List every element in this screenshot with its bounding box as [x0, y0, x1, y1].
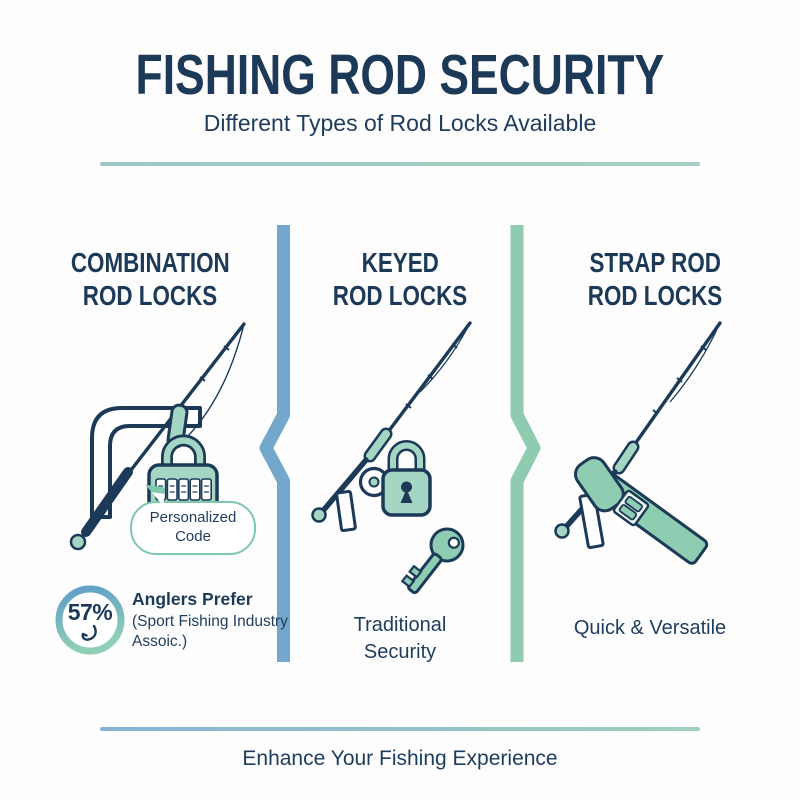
- stat-label: Anglers Prefer: [132, 589, 253, 609]
- blue-section-divider: [259, 225, 290, 662]
- fishing-rod-with-reel-icon: [311, 321, 472, 533]
- green-section-divider: [510, 225, 541, 662]
- heading-combination-line1: COMBINATION: [70, 247, 230, 278]
- heading-combination-line2: ROD LOCKS: [82, 280, 218, 312]
- page-subtitle: Different Types of Rod Locks Available: [203, 110, 597, 136]
- stat-percent: 57%: [67, 599, 113, 625]
- page-title-text: FISHING ROD SECURITY: [135, 43, 665, 107]
- heading-keyed-line2: ROD LOCKS: [332, 280, 468, 312]
- page-title: FISHING ROD SECURITY: [0, 42, 800, 108]
- speech-bubble-text: Personalized Code: [149, 509, 237, 545]
- stat-text-block: Anglers Prefer (Sport Fishing Industry A…: [132, 588, 288, 652]
- fish-hook-icon: [81, 625, 97, 641]
- heading-combination-rod-locks: COMBINATION ROD LOCKS: [30, 246, 270, 312]
- footer-tagline: Enhance Your Fishing Experience: [242, 747, 558, 770]
- key-icon: [400, 527, 465, 595]
- fishing-line: [185, 323, 245, 439]
- personalized-code-speech-bubble: Personalized Code: [130, 501, 256, 555]
- keyed-padlock-icon: [381, 440, 432, 517]
- heading-strap-line2: ROD LOCKS: [587, 280, 723, 312]
- stat-ring-circle: [55, 585, 125, 655]
- stat-ring: 57%: [52, 582, 128, 658]
- heading-keyed-line1: KEYED: [361, 247, 439, 278]
- heading-keyed-rod-locks: KEYED ROD LOCKS: [300, 246, 500, 312]
- keyhole-icon: [401, 481, 412, 493]
- heading-strap-line1: STRAP ROD: [589, 247, 721, 278]
- keyed-rod-lock-illustration: [311, 321, 472, 595]
- keyed-caption: Traditional Security: [353, 614, 447, 663]
- strap-caption: Quick & Versatile: [573, 617, 727, 639]
- strap-rod-lock-illustration: [554, 321, 722, 565]
- stat-source: (Sport Fishing Industry Assoic.): [132, 612, 288, 650]
- strap-icon: [574, 456, 709, 565]
- footer-divider-line: [100, 727, 700, 731]
- header-divider-line: [100, 162, 700, 166]
- heading-strap-rod-locks: STRAP ROD ROD LOCKS: [535, 246, 775, 312]
- strap-buckle-icon: [612, 489, 650, 527]
- fishing-rod-icon: [69, 322, 246, 551]
